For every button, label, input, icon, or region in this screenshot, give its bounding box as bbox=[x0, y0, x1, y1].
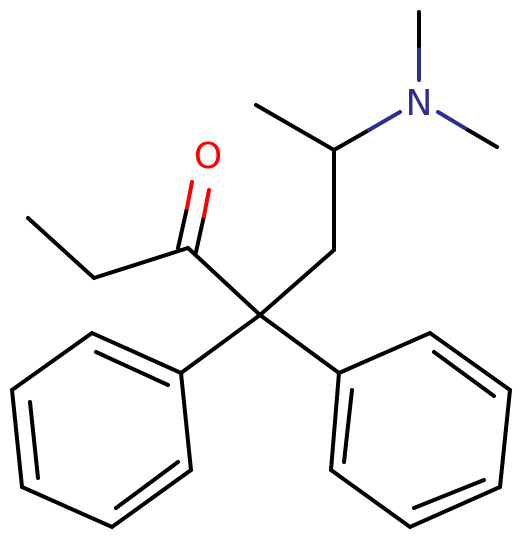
bond-carbonyl-double-b bbox=[194, 214, 206, 254]
bond-n-methyl-right-black bbox=[466, 128, 499, 149]
bond-ch-methyl bbox=[254, 103, 336, 152]
atom-label-oxygen: O bbox=[194, 136, 222, 177]
bond-quaternary-ch2 bbox=[258, 248, 336, 317]
bond-carbonyl-double-a bbox=[176, 206, 189, 250]
bond-quaternary-phenyl-left bbox=[179, 313, 262, 375]
phenyl-ring-left bbox=[9, 330, 194, 530]
bond-carbonyl-double-b-red bbox=[202, 188, 211, 218]
bond-quaternary-phenyl-right bbox=[258, 313, 341, 375]
bond-ethyl-c1-c2 bbox=[26, 216, 96, 280]
phenyl-ring-right bbox=[328, 330, 513, 530]
bond-ch-n-black bbox=[332, 128, 371, 152]
bond-n-methyl-right-blue bbox=[436, 110, 470, 132]
bond-ch-n-blue bbox=[367, 110, 402, 132]
atom-label-nitrogen: N bbox=[406, 83, 433, 124]
bond-ethyl-c2-carbonyl bbox=[92, 246, 190, 280]
bond-carbonyl-quaternary bbox=[186, 246, 262, 317]
bond-carbonyl-double-a-red bbox=[185, 180, 194, 210]
